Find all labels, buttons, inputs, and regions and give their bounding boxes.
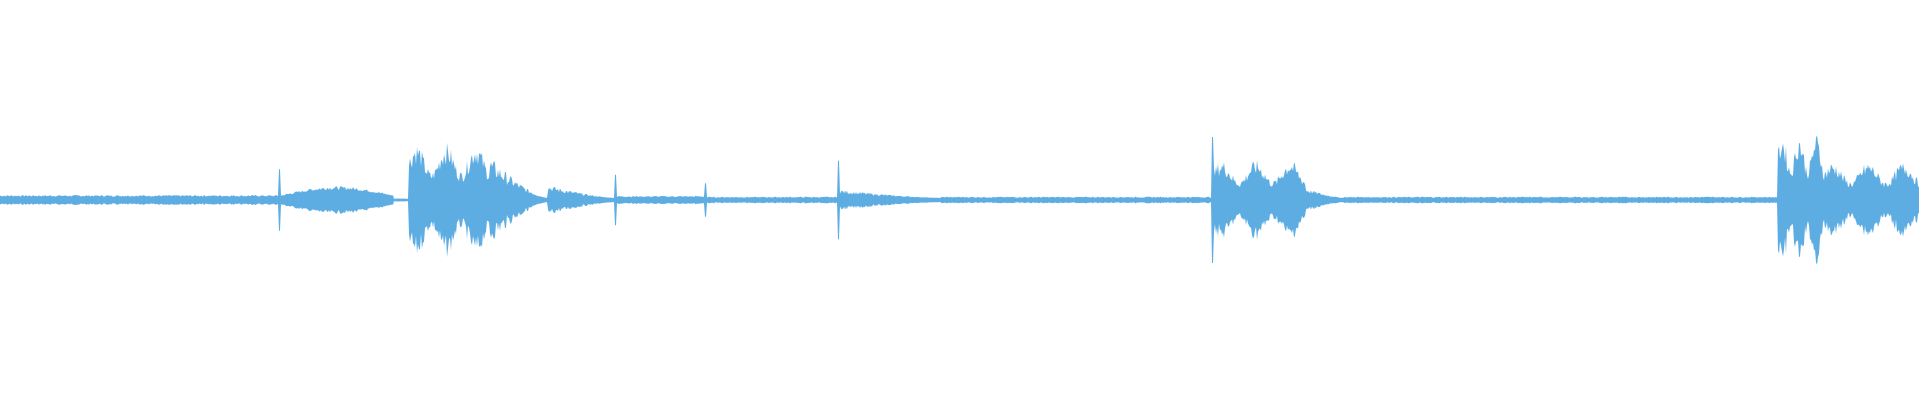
waveform-shape — [0, 135, 1919, 265]
